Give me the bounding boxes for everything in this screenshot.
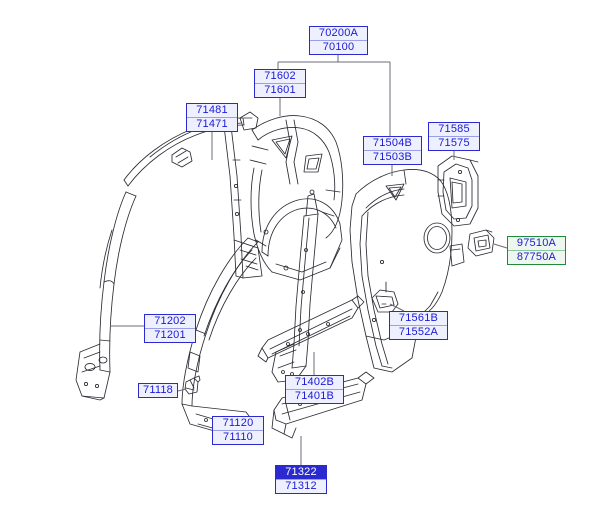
part-number-text[interactable]: 97510A [516, 237, 557, 249]
part-number-text[interactable]: 71201 [145, 328, 195, 342]
part-number-text[interactable]: 71401B [286, 389, 343, 403]
part-quarter-inner-reinforcement [371, 281, 399, 313]
part-front-pillar-inner [75, 191, 137, 401]
part-number-text[interactable]: 71118 [143, 384, 173, 396]
part-number-text[interactable]: 71601 [255, 83, 305, 97]
part-rear-wheel-house-inner [249, 115, 344, 281]
part-rear-lamp-housing-panel [437, 155, 479, 227]
part-side-sill-reinforcement [257, 295, 365, 363]
part-fuel-filler-housing [467, 229, 495, 257]
part-number-text[interactable]: 71312 [276, 479, 326, 493]
part-number-text[interactable]: 71471 [187, 117, 237, 131]
part-number-text[interactable]: 71561B [398, 312, 439, 324]
part-number-text[interactable]: 87750A [508, 250, 565, 264]
part-roof-rail-tab [239, 111, 259, 131]
part-number-text[interactable]: 70200A [318, 27, 359, 39]
callout-label-71118[interactable]: 71118 [138, 383, 178, 398]
part-number-text[interactable]: 71202 [154, 315, 186, 327]
part-number-text[interactable]: 71120 [222, 417, 254, 429]
part-number-text[interactable]: 70100 [310, 40, 367, 54]
part-number-text[interactable]: 71481 [196, 104, 228, 116]
part-number-text[interactable]: 71552A [390, 325, 447, 339]
part-number-text[interactable]: 71602 [264, 70, 296, 82]
part-number-text[interactable]: 71402B [294, 376, 335, 388]
part-number-text[interactable]: 71575 [429, 136, 479, 150]
part-number-text[interactable]: 71503B [364, 150, 421, 164]
part-number-text[interactable]: 71110 [213, 430, 263, 444]
part-number-text[interactable]: 71585 [438, 123, 470, 135]
part-number-text[interactable]: 71504B [372, 137, 413, 149]
part-number-text[interactable]: 71322 [276, 466, 326, 479]
part-roof-side-rail [123, 117, 263, 279]
